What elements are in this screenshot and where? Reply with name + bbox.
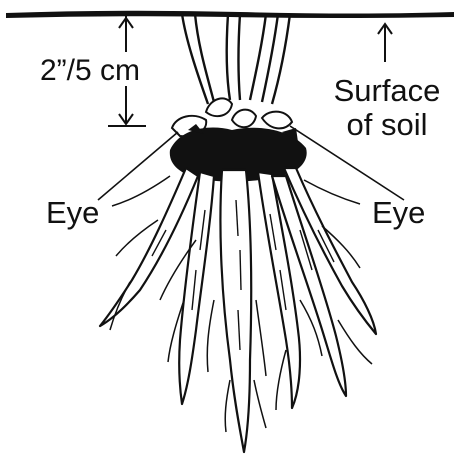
stems (182, 14, 290, 104)
surface-label-line2: of soil (317, 108, 457, 142)
right-eye-bud (262, 112, 292, 129)
surface-label-line1: Surface (317, 74, 457, 108)
surface-of-soil-label: Surface of soil (317, 74, 457, 142)
eye-label-right: Eye (372, 196, 425, 230)
depth-label: 2”/5 cm (40, 54, 140, 88)
eye-label-left: Eye (46, 196, 99, 230)
surface-arrow (378, 24, 392, 62)
left-eye-leader (98, 132, 178, 200)
soil-surface-line (6, 11, 454, 18)
